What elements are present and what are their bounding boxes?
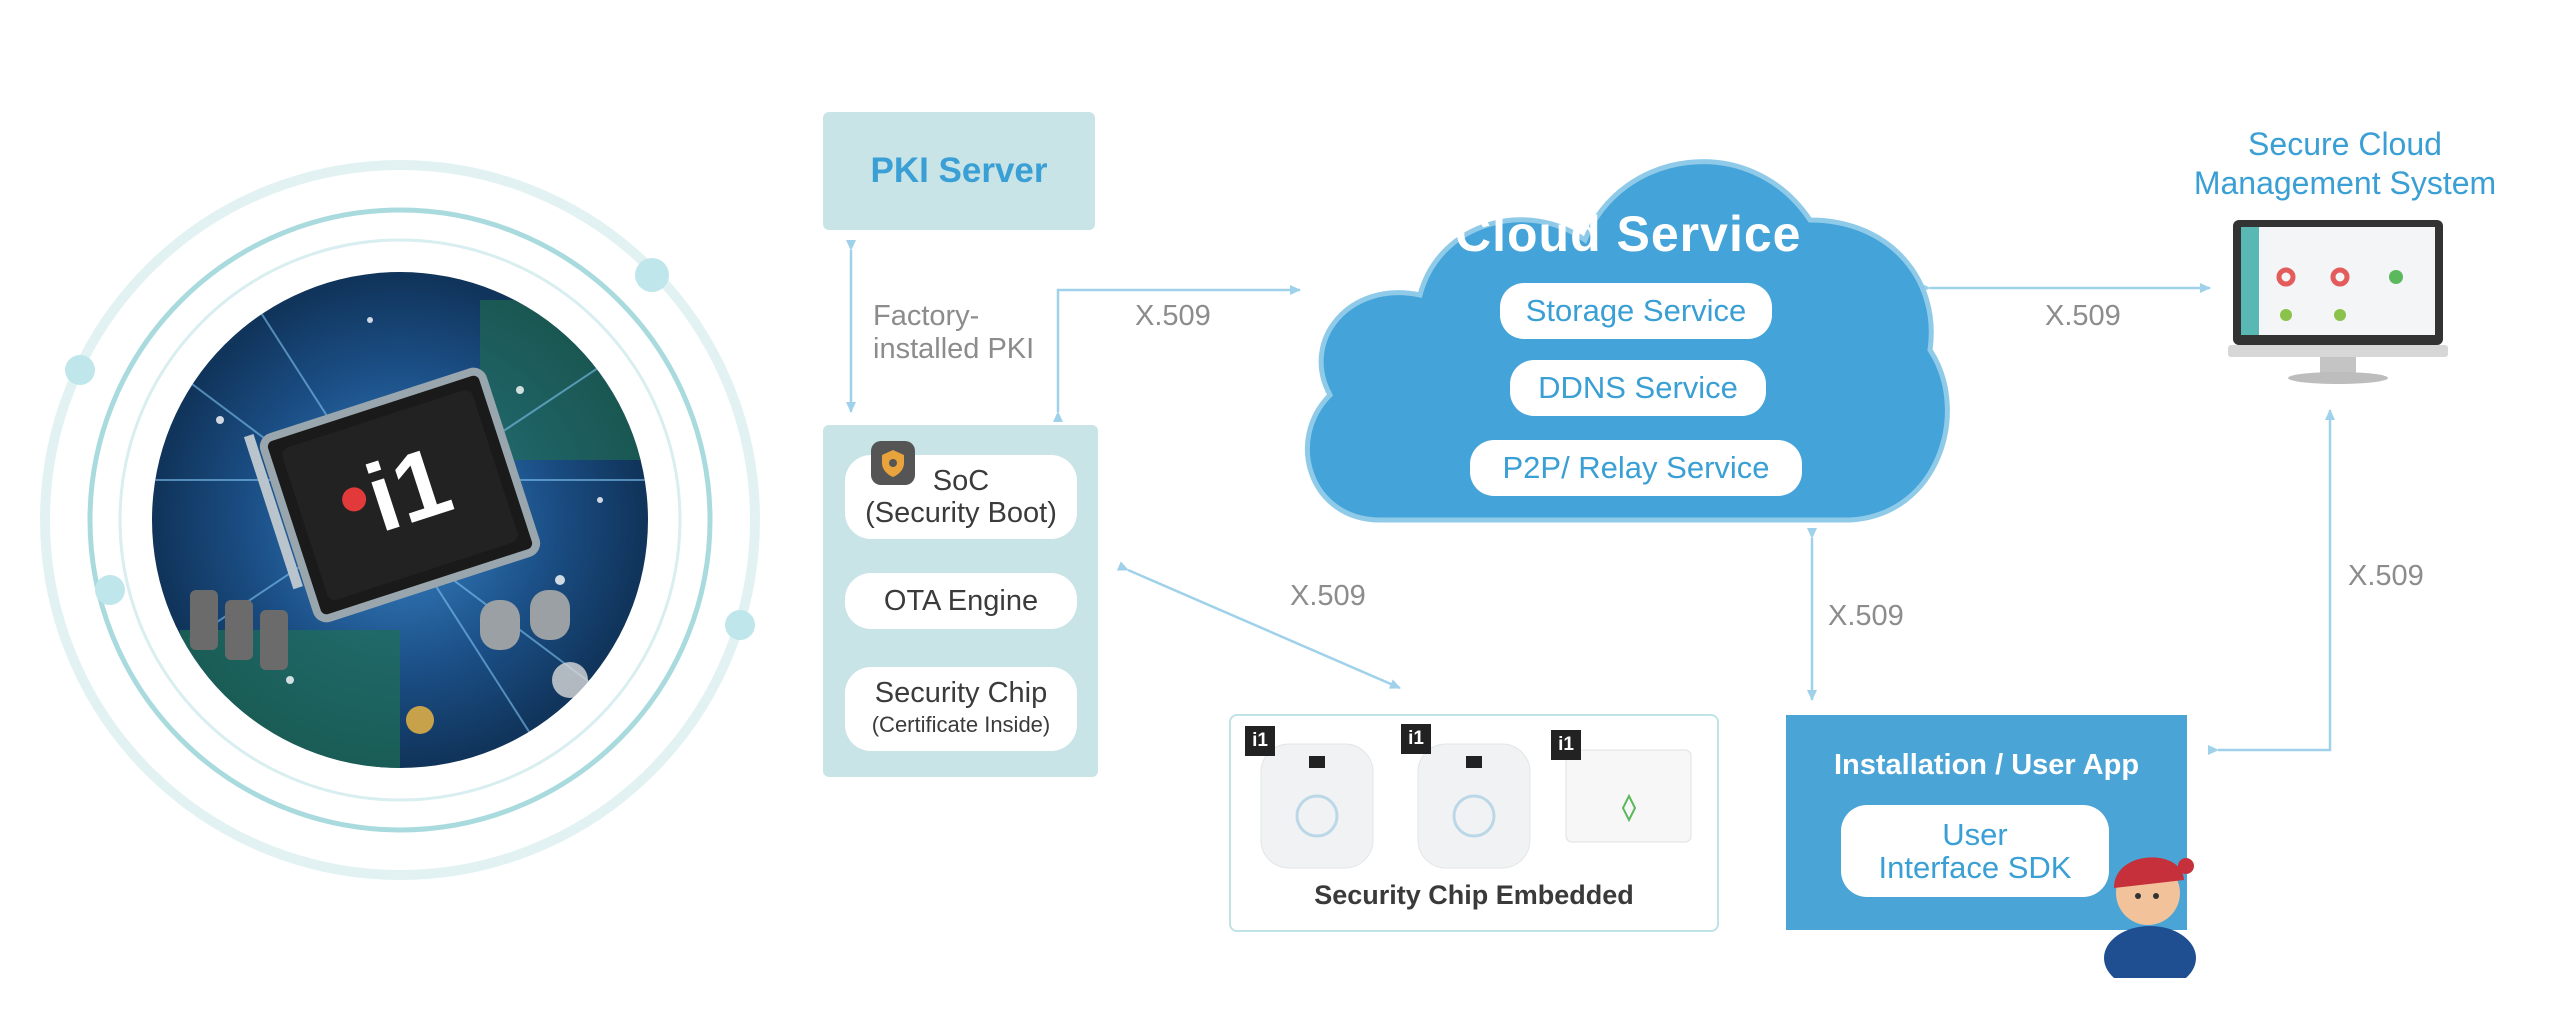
device-products-illustration	[1245, 724, 1692, 869]
x509-label-cloud-app: X.509	[1828, 600, 1904, 632]
x509-label-pki-cloud: X.509	[1135, 300, 1211, 332]
factory-pki-label: Factory- installed PKI	[873, 300, 1035, 365]
ota-engine-pill: OTA Engine	[845, 573, 1077, 629]
pki-server-label: PKI Server	[870, 151, 1048, 190]
storage-service-pill: Storage Service	[1500, 283, 1772, 339]
shield-icon	[871, 441, 915, 485]
x509-label-cloud-mgmt: X.509	[2045, 300, 2121, 332]
cloud-shape	[1304, 159, 1950, 523]
user-interface-sdk-pill: User Interface SDK	[1841, 805, 2109, 897]
chip-badge-3: i1	[1558, 734, 1574, 755]
management-system-label: Secure Cloud Management System	[2193, 126, 2497, 201]
user-app-title: Installation / User App	[1833, 749, 2140, 781]
security-chip-embedded-box: i1 i1 i1 Security Chip Embedded	[1229, 714, 1719, 932]
x509-label-device-chips: X.509	[1290, 580, 1366, 612]
device-panel: SoC (Security Boot) OTA Engine Security …	[823, 425, 1098, 777]
device-chips-link	[1116, 561, 1401, 690]
ddns-service-pill: DDNS Service	[1510, 360, 1766, 416]
monitor-icon	[2228, 220, 2448, 384]
chip-badge-1: i1	[1252, 730, 1268, 751]
device-cloud-link	[1053, 285, 1301, 422]
security-chip-pill: Security Chip (Certificate Inside)	[845, 667, 1077, 751]
security-chip-illustration: i1	[40, 160, 760, 880]
security-chip-embedded-caption: Security Chip Embedded	[1314, 880, 1634, 910]
p2p-relay-service-pill: P2P/ Relay Service	[1470, 440, 1802, 496]
chip-badge-2: i1	[1408, 728, 1424, 749]
app-mgmt-link	[2208, 409, 2335, 755]
x509-label-app-mgmt: X.509	[2348, 560, 2424, 592]
pki-server-box: PKI Server	[823, 112, 1095, 230]
cloud-service-title: Cloud Service	[1455, 206, 1802, 262]
user-avatar-icon	[2104, 857, 2196, 978]
